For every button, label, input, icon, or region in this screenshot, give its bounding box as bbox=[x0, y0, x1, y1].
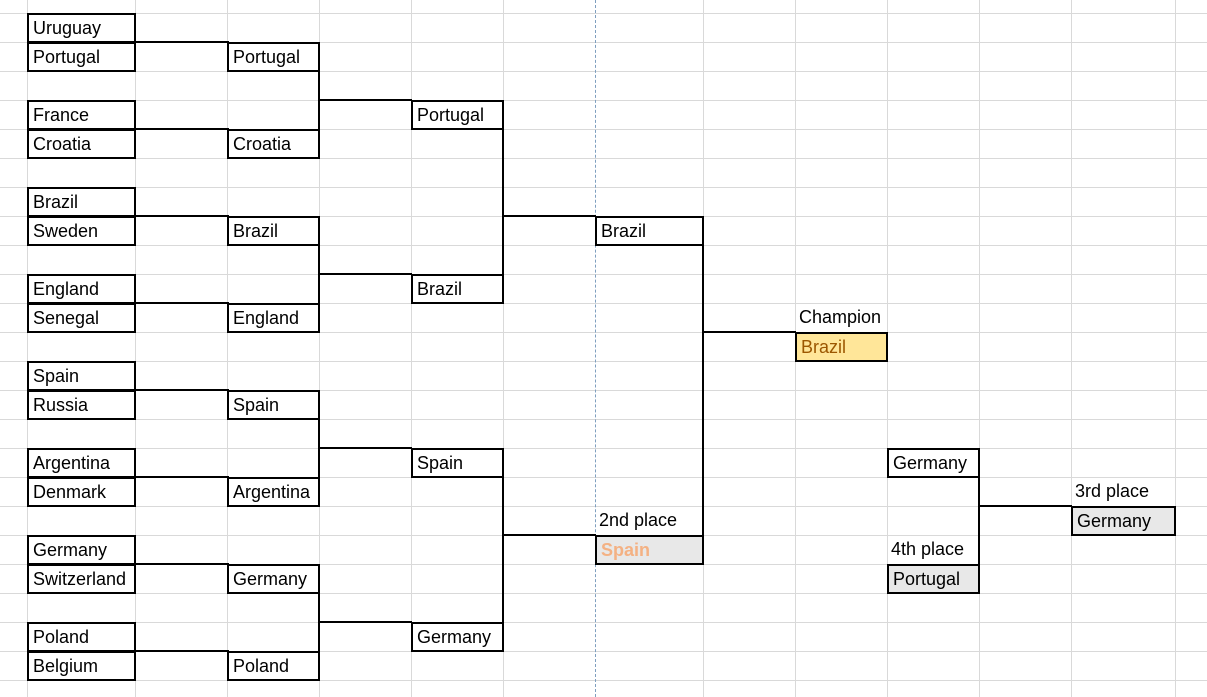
gridline bbox=[0, 390, 1207, 391]
champion-label: Champion bbox=[799, 307, 882, 327]
gridline bbox=[0, 42, 1207, 43]
gridline bbox=[0, 187, 1207, 188]
third-place-label: 3rd place bbox=[1075, 481, 1150, 501]
bracket-line bbox=[502, 100, 504, 303]
sf-team-cell[interactable]: Spain bbox=[411, 448, 504, 478]
bracket-line bbox=[135, 41, 229, 43]
page-break-line bbox=[595, 0, 596, 697]
fourth-place-cell[interactable]: Portugal bbox=[887, 564, 980, 594]
gridline bbox=[0, 158, 1207, 159]
bracket-line bbox=[318, 99, 412, 101]
gridline bbox=[0, 100, 1207, 101]
gridline bbox=[319, 0, 320, 697]
gridline bbox=[979, 0, 980, 697]
bracket-line bbox=[502, 215, 596, 217]
gridline bbox=[0, 71, 1207, 72]
bracket-line bbox=[135, 215, 229, 217]
bracket-line bbox=[702, 216, 704, 564]
bracket-line bbox=[318, 273, 412, 275]
gridline bbox=[0, 477, 1207, 478]
r16-team-cell[interactable]: Poland bbox=[27, 622, 136, 652]
bracket-line bbox=[135, 128, 229, 130]
champion-cell[interactable]: Brazil bbox=[795, 332, 888, 362]
bracket-line bbox=[978, 505, 1072, 507]
r16-team-cell[interactable]: Portugal bbox=[27, 42, 136, 72]
gridline bbox=[0, 13, 1207, 14]
r16-team-cell[interactable]: France bbox=[27, 100, 136, 130]
bracket-line bbox=[978, 448, 980, 593]
r16-team-cell[interactable]: Argentina bbox=[27, 448, 136, 478]
bracket-line bbox=[135, 476, 229, 478]
r16-team-cell[interactable]: Denmark bbox=[27, 477, 136, 507]
r16-team-cell[interactable]: Belgium bbox=[27, 651, 136, 681]
sf-team-cell[interactable]: Brazil bbox=[411, 274, 504, 304]
gridline bbox=[0, 622, 1207, 623]
gridline bbox=[503, 0, 504, 697]
gridline bbox=[227, 0, 228, 697]
gridline bbox=[0, 332, 1207, 333]
second-place-label: 2nd place bbox=[599, 510, 678, 530]
gridline bbox=[0, 274, 1207, 275]
gridline bbox=[0, 448, 1207, 449]
gridline bbox=[0, 680, 1207, 681]
r16-team-cell[interactable]: Spain bbox=[27, 361, 136, 391]
qf-team-cell[interactable]: Germany bbox=[227, 564, 320, 594]
r16-team-cell[interactable]: England bbox=[27, 274, 136, 304]
qf-team-cell[interactable]: Poland bbox=[227, 651, 320, 681]
r16-team-cell[interactable]: Germany bbox=[27, 535, 136, 565]
r16-team-cell[interactable]: Croatia bbox=[27, 129, 136, 159]
qf-team-cell[interactable]: Portugal bbox=[227, 42, 320, 72]
bracket-line bbox=[318, 216, 320, 303]
gridline bbox=[27, 0, 28, 697]
r16-team-cell[interactable]: Switzerland bbox=[27, 564, 136, 594]
bracket-line bbox=[318, 447, 412, 449]
gridline bbox=[0, 593, 1207, 594]
bracket-line bbox=[318, 42, 320, 129]
gridline bbox=[0, 506, 1207, 507]
bracket-line bbox=[318, 564, 320, 651]
bracket-line bbox=[502, 534, 596, 536]
gridline bbox=[411, 0, 412, 697]
gridline bbox=[0, 651, 1207, 652]
bracket-line bbox=[135, 563, 229, 565]
bracket-line bbox=[135, 650, 229, 652]
bracket-line bbox=[135, 302, 229, 304]
second-place-cell[interactable]: Spain bbox=[595, 535, 704, 565]
bracket-line bbox=[502, 448, 504, 651]
gridline bbox=[0, 419, 1207, 420]
bracket-line bbox=[135, 389, 229, 391]
r16-team-cell[interactable]: Russia bbox=[27, 390, 136, 420]
third-place-cell[interactable]: Germany bbox=[1071, 506, 1176, 536]
r16-team-cell[interactable]: Sweden bbox=[27, 216, 136, 246]
fourth-place-label: 4th place bbox=[891, 539, 965, 559]
gridline bbox=[135, 0, 136, 697]
qf-team-cell[interactable]: Spain bbox=[227, 390, 320, 420]
qf-team-cell[interactable]: Argentina bbox=[227, 477, 320, 507]
gridline bbox=[0, 303, 1207, 304]
gridline bbox=[0, 361, 1207, 362]
finalist-cell[interactable]: Brazil bbox=[595, 216, 704, 246]
qf-team-cell[interactable]: Brazil bbox=[227, 216, 320, 246]
r16-team-cell[interactable]: Brazil bbox=[27, 187, 136, 217]
r16-team-cell[interactable]: Senegal bbox=[27, 303, 136, 333]
third-place-match-cell[interactable]: Germany bbox=[887, 448, 980, 478]
r16-team-cell[interactable]: Uruguay bbox=[27, 13, 136, 43]
gridline bbox=[1175, 0, 1176, 697]
qf-team-cell[interactable]: Croatia bbox=[227, 129, 320, 159]
sf-team-cell[interactable]: Germany bbox=[411, 622, 504, 652]
bracket-line bbox=[702, 331, 796, 333]
sf-team-cell[interactable]: Portugal bbox=[411, 100, 504, 130]
gridline bbox=[0, 129, 1207, 130]
bracket-line bbox=[318, 390, 320, 477]
qf-team-cell[interactable]: England bbox=[227, 303, 320, 333]
gridline bbox=[1071, 0, 1072, 697]
bracket-line bbox=[318, 621, 412, 623]
